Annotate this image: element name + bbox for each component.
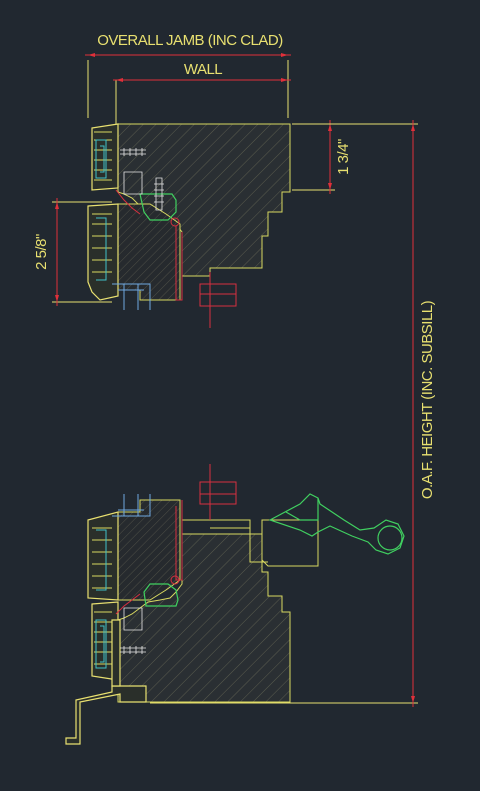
oaf-height-dimension: O.A.F. HEIGHT (INC. SUBSILL) — [150, 120, 436, 707]
overall-jamb-dimension: OVERALL JAMB (INC CLAD) — [85, 32, 291, 118]
wall-label: WALL — [184, 61, 222, 78]
dim-2-5-8: 2 5/8" — [33, 198, 112, 306]
dim-1-3-4: 1 3/4" — [292, 120, 352, 194]
dim-2-5-8-label: 2 5/8" — [33, 234, 50, 270]
wall-dimension: WALL — [113, 61, 291, 125]
oaf-height-label: O.A.F. HEIGHT (INC. SUBSILL) — [419, 300, 436, 499]
head-section — [87, 123, 291, 328]
sill-section — [65, 464, 405, 745]
overall-jamb-label: OVERALL JAMB (INC CLAD) — [97, 32, 283, 49]
dim-1-3-4-label: 1 3/4" — [335, 139, 352, 175]
